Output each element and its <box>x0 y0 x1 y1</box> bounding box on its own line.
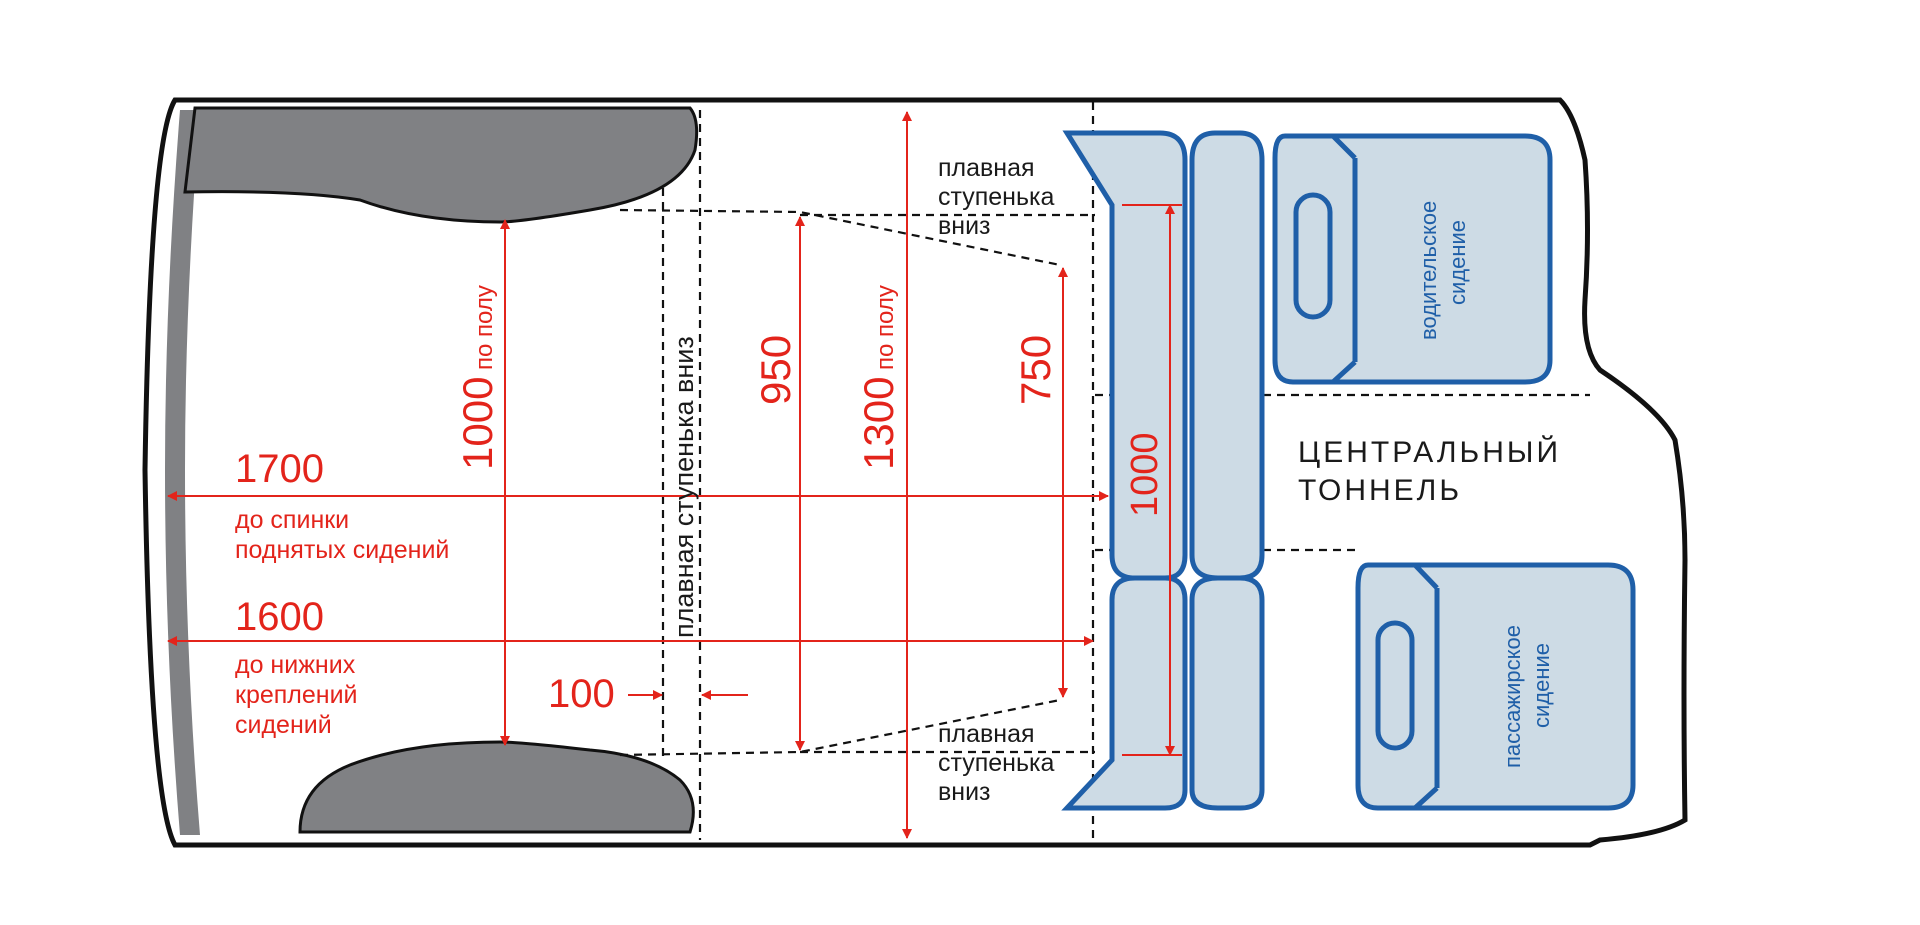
step-vertical-label: плавная ступенька вниз <box>669 336 699 638</box>
van-rear-rim <box>165 110 200 835</box>
step-bottom-line-3: вниз <box>938 778 991 806</box>
dim-1300-floor-suffix: по полу <box>872 285 899 370</box>
passenger-seat-label: пассажирское сидение <box>1500 625 1554 768</box>
step-top-line-1: плавная <box>938 154 1035 182</box>
bench-seat-right-bottom <box>1189 575 1265 811</box>
dim-1000-seats-label: 1000 <box>1124 432 1166 517</box>
dim-1700-value: 1700 <box>235 447 324 491</box>
driver-seat-line-2: сидение <box>1445 220 1470 305</box>
dim-1700-note-1: до спинки <box>235 506 349 534</box>
step-bottom-slope <box>619 698 1061 757</box>
dim-1300-floor-value: 1300 <box>855 377 902 470</box>
dim-1000-floor-suffix: по полу <box>471 285 498 370</box>
passenger-seat-line-2: сидение <box>1529 643 1554 728</box>
wheel-arch-bottom <box>298 740 695 834</box>
bench-seat-left-bottom <box>1061 575 1188 811</box>
step-bottom-line-2: ступенька <box>938 749 1054 777</box>
driver-seat-line-1: водительское <box>1416 201 1441 340</box>
bench-seat-right-top <box>1189 130 1265 581</box>
step-top-line-2: ступенька <box>938 183 1054 211</box>
dim-950-label: 950 <box>752 335 799 405</box>
wheel-arch-top <box>183 106 699 224</box>
bench-seat-left-top <box>1062 130 1188 581</box>
dim-1300-floor-label: 1300 по полу <box>855 285 902 470</box>
step-vertical-text: плавная ступенька вниз <box>669 336 699 638</box>
driver-seat-label: водительское сидение <box>1416 201 1470 340</box>
driver-seat-handle <box>1293 192 1333 320</box>
dim-100-value: 100 <box>548 672 615 716</box>
dim-1600-note-2: креплений <box>235 681 358 709</box>
step-top-line-3: вниз <box>938 212 991 240</box>
dim-750-label: 750 <box>1012 335 1059 405</box>
dim-950-value: 950 <box>752 335 799 405</box>
dim-1700-note-2: поднятых сидений <box>235 536 449 564</box>
dim-1000-floor-value: 1000 <box>454 377 501 470</box>
dim-750-value: 750 <box>1012 335 1059 405</box>
dim-1600-note-1: до нижних <box>235 651 356 679</box>
passenger-seat <box>1355 562 1636 811</box>
dim-1000-floor-label: 1000 по полу <box>454 285 501 470</box>
step-bottom-line-1: плавная <box>938 720 1035 748</box>
dim-1600-note-3: сидений <box>235 711 332 739</box>
tunnel-line-1: ЦЕНТРАЛЬНЫЙ <box>1298 435 1561 469</box>
dim-1600-value: 1600 <box>235 595 324 639</box>
step-top-slope <box>619 208 1061 267</box>
passenger-seat-line-1: пассажирское <box>1500 625 1525 768</box>
passenger-seat-handle <box>1375 620 1415 751</box>
driver-seat <box>1272 133 1553 385</box>
dim-1000-seats-value: 1000 <box>1124 432 1166 517</box>
tunnel-line-2: ТОННЕЛЬ <box>1298 474 1462 507</box>
